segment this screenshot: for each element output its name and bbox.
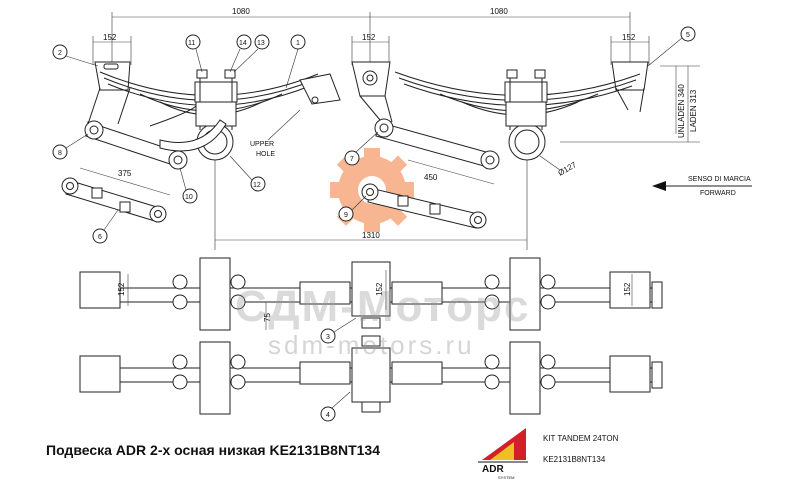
- side-dimensions: [79, 65, 700, 250]
- callouts: 1 2 3 4 5 6 7 8 9 10 11 12 13 14: [52, 26, 696, 422]
- svg-text:SYSTEM: SYSTEM: [498, 475, 514, 480]
- callout-10: 10: [179, 167, 198, 204]
- svg-text:2: 2: [58, 50, 62, 57]
- callout-9: 9: [338, 195, 367, 222]
- drawing-caption: Подвеска ADR 2-х осная низкая KE2131B8NT…: [46, 442, 380, 458]
- callout-2: 2: [52, 44, 99, 67]
- svg-text:4: 4: [326, 412, 330, 419]
- callout-3: 3: [320, 317, 357, 344]
- svg-text:3: 3: [326, 334, 330, 341]
- svg-text:ADR: ADR: [482, 464, 504, 475]
- upper-hole-label-1: UPPER: [250, 141, 274, 148]
- callout-4: 4: [320, 391, 351, 422]
- adr-logo-icon: ADR SYSTEM: [478, 428, 528, 480]
- dim-1310: 1310: [362, 231, 380, 240]
- upper-hole-label-2: HOLE: [256, 151, 275, 158]
- svg-text:11: 11: [188, 40, 195, 47]
- dim-152-plan-center: 152: [375, 282, 384, 296]
- dim-diameter-127: Ø127: [557, 160, 579, 178]
- top-dimensions: [92, 12, 650, 70]
- callout-1: 1: [285, 34, 306, 89]
- dim-1080-left: 1080: [232, 7, 250, 16]
- dim-laden: LADEN 313: [689, 89, 698, 132]
- watermark-brand: СДМ-Моторс: [235, 282, 531, 331]
- svg-text:10: 10: [185, 194, 193, 201]
- svg-text:7: 7: [350, 156, 354, 163]
- dim-152-right: 152: [622, 33, 636, 42]
- dim-unladen: UNLADEN 340: [677, 84, 686, 138]
- dim-450: 450: [424, 173, 438, 182]
- svg-text:8: 8: [58, 150, 62, 157]
- kit-title: KIT TANDEM 24TON: [543, 434, 619, 443]
- forward-arrow-icon: [652, 181, 752, 191]
- dim-152-left: 152: [103, 33, 117, 42]
- kit-code: KE2131B8NT134: [543, 455, 606, 464]
- plan-view-bottom: [79, 335, 663, 415]
- svg-text:14: 14: [239, 40, 247, 47]
- callout-7: 7: [344, 131, 379, 166]
- forward-label: FORWARD: [700, 190, 736, 197]
- watermark-url: sdm-motors.ru: [268, 330, 475, 360]
- svg-text:6: 6: [98, 234, 102, 241]
- direction-label: SENSO DI MARCIA: [688, 176, 751, 183]
- svg-text:13: 13: [257, 40, 265, 47]
- side-view: [61, 61, 649, 229]
- callout-8: 8: [52, 133, 89, 160]
- svg-text:12: 12: [253, 182, 261, 189]
- dim-152-plan-left: 152: [117, 282, 126, 296]
- callout-5: 5: [647, 26, 696, 67]
- callout-14: 14: [229, 34, 252, 73]
- svg-text:1: 1: [296, 40, 300, 47]
- callout-6: 6: [92, 209, 119, 244]
- dim-152-plan-right: 152: [623, 282, 632, 296]
- svg-text:5: 5: [686, 32, 690, 39]
- svg-text:9: 9: [344, 212, 348, 219]
- dim-152-center: 152: [362, 33, 376, 42]
- plan-view-top: [79, 257, 663, 331]
- dim-75: 75: [263, 313, 272, 322]
- callout-13: 13: [233, 34, 270, 73]
- dim-375: 375: [118, 169, 132, 178]
- callout-12: 12: [229, 155, 266, 192]
- dim-1080-right: 1080: [490, 7, 508, 16]
- callout-11: 11: [185, 34, 203, 73]
